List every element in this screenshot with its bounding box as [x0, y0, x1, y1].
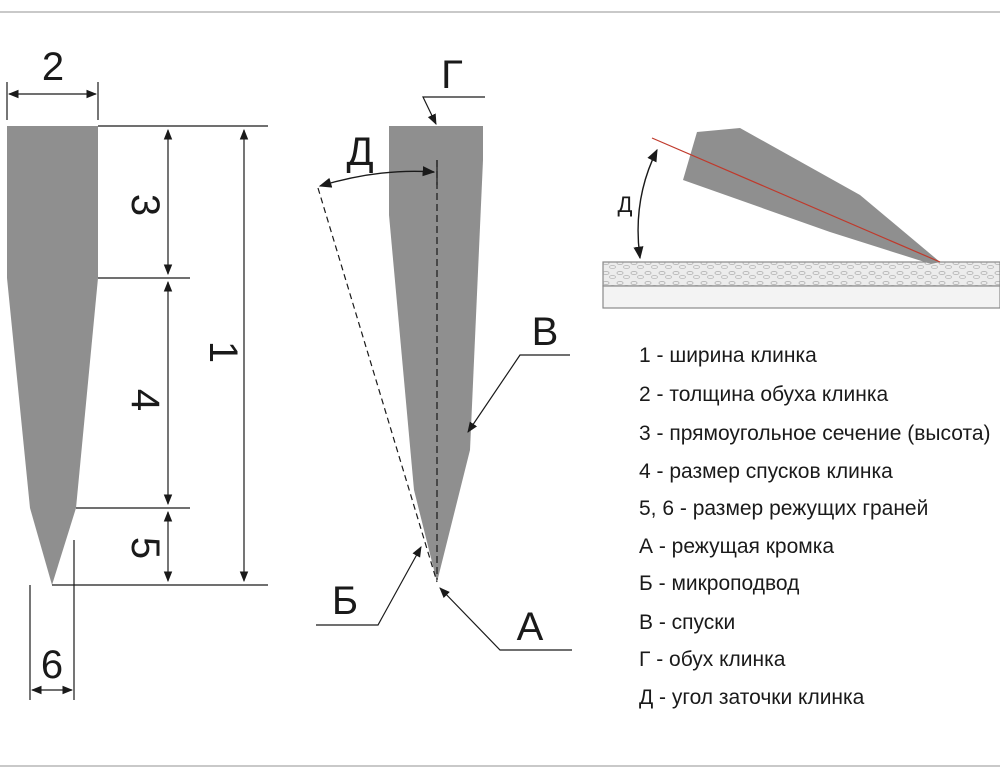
- legend-item: В - спуски: [639, 611, 735, 634]
- blade-profile: 2 3 4 5 1 6: [6, 45, 268, 700]
- dim-label-2: 2: [42, 45, 64, 89]
- section-label-angle: Д: [346, 130, 373, 174]
- leader-edge: [439, 587, 572, 651]
- angle-reference-line: [317, 187, 438, 583]
- legend-item: 1 - ширина клинка: [639, 344, 817, 367]
- legend: 1 - ширина клинка 2 - толщина обуха клин…: [639, 344, 991, 709]
- section-label-micro: Б: [332, 579, 358, 623]
- blade-cross-section: Д Г В Б А: [316, 53, 572, 651]
- angle-arc: [318, 166, 436, 188]
- legend-item: 2 - толщина обуха клинка: [639, 383, 888, 406]
- blade-on-stone: Д: [602, 128, 1000, 309]
- blade-section-shape: [389, 126, 483, 582]
- leader-spine: [422, 96, 485, 125]
- dim-label-4: 4: [123, 389, 167, 411]
- leader-bevel: [467, 354, 570, 433]
- legend-item: 4 - размер спусков клинка: [639, 460, 893, 483]
- legend-item: Г - обух клинка: [639, 648, 786, 671]
- blade-profile-shape: [7, 126, 98, 585]
- legend-item: 3 - прямоугольное сечение (высота): [639, 422, 991, 445]
- dim-label-3: 3: [123, 194, 167, 216]
- legend-item: 5, 6 - размер режущих граней: [639, 497, 928, 520]
- dim-label-1: 1: [201, 341, 245, 363]
- legend-item: Б - микроподвод: [639, 572, 799, 595]
- sharpening-stone-base: [602, 285, 1000, 309]
- leader-micro-bevel: [316, 546, 422, 626]
- stone-angle-arc: [633, 148, 658, 260]
- blade-axis-line: [651, 137, 941, 263]
- stone-label-angle: Д: [618, 192, 633, 217]
- legend-item: А - режущая кромка: [639, 535, 834, 558]
- dim-label-6: 6: [41, 643, 63, 687]
- section-label-bevel: В: [532, 310, 559, 354]
- tilted-blade-shape: [683, 128, 940, 264]
- legend-item: Д - угол заточки клинка: [639, 686, 865, 709]
- section-label-edge: А: [517, 605, 544, 649]
- sharpening-stone-top: [602, 261, 1000, 287]
- dim-label-5: 5: [123, 537, 167, 559]
- section-label-spine: Г: [441, 53, 463, 97]
